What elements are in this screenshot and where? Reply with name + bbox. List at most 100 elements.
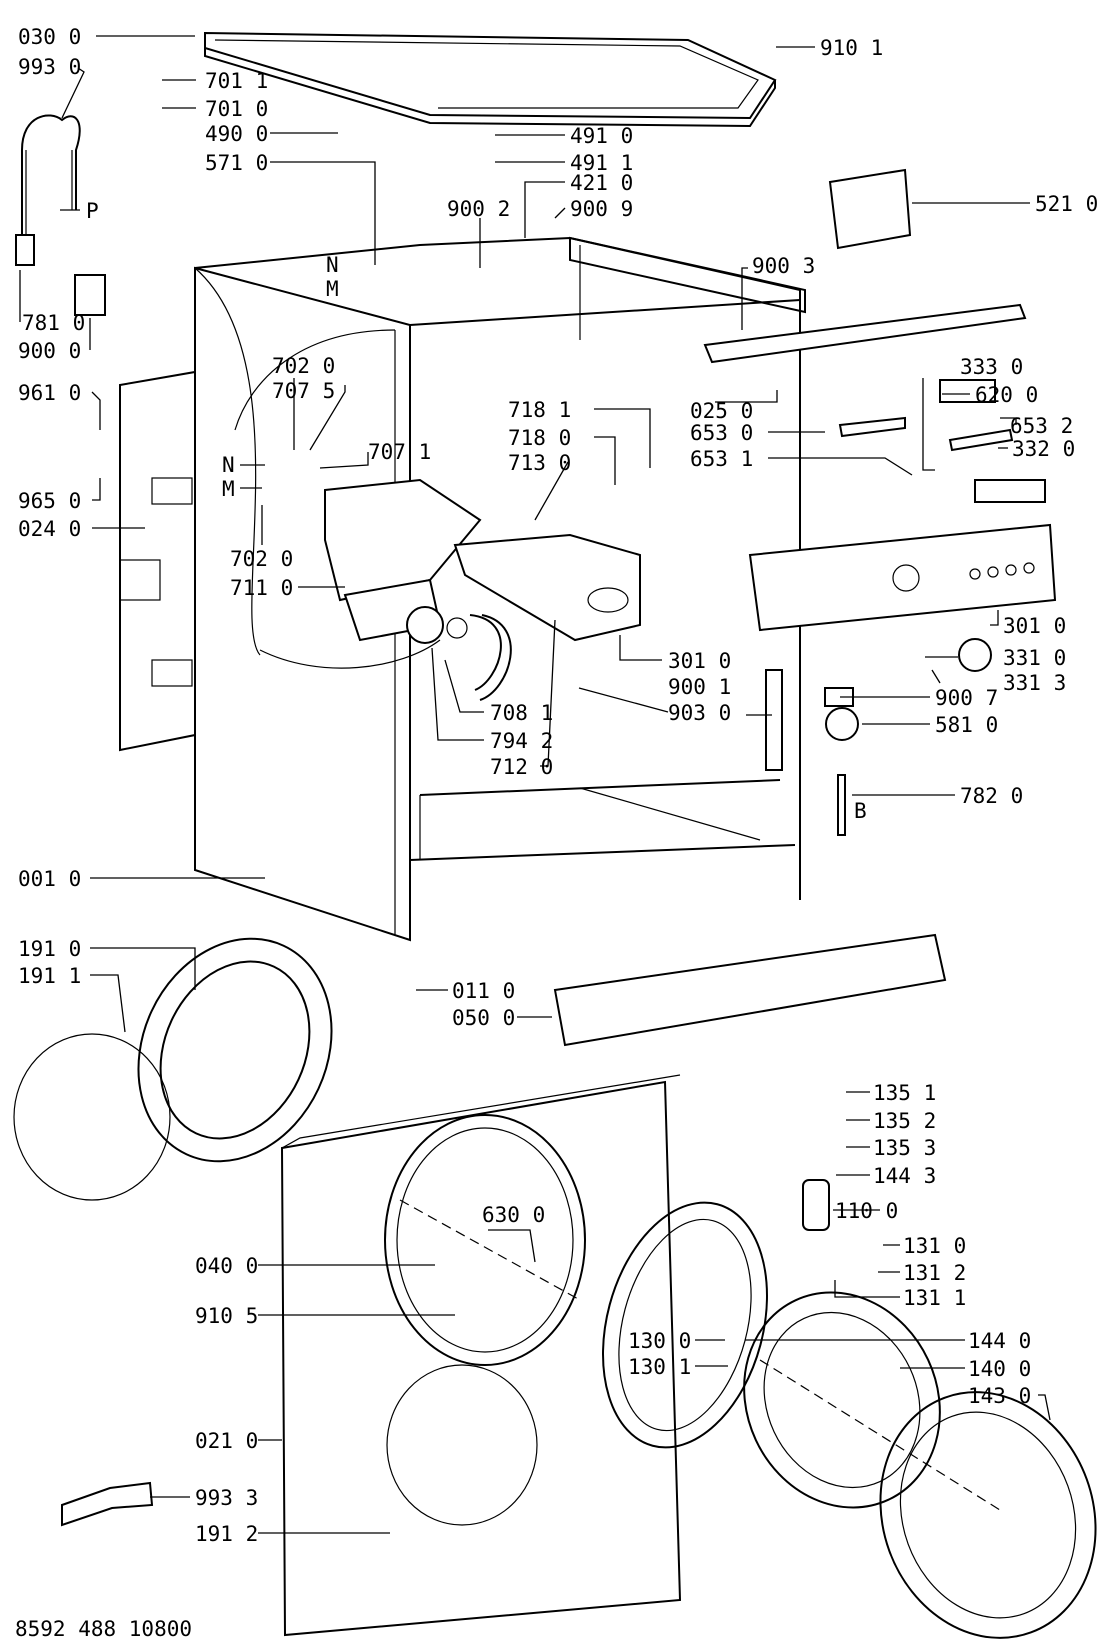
label-191-1: 191 1 [18,964,81,988]
label-490-0: 490 0 [205,122,268,146]
label-332-0: 332 0 [1012,437,1075,461]
label-702-0-bottom: 702 0 [230,547,293,571]
label-030-0: 030 0 [18,25,81,49]
label-491-0: 491 0 [570,124,633,148]
label-011-0: 011 0 [452,979,515,1003]
label-001-0: 001 0 [18,867,81,891]
label-P: P [86,199,99,223]
label-110-0: 110 0 [835,1199,898,1223]
label-571-0: 571 0 [205,151,268,175]
label-301-0-panel: 301 0 [1003,614,1066,638]
label-144-3: 144 3 [873,1164,936,1188]
top-lid-part [204,31,777,128]
part-labels: 030 0 993 0 701 1 701 0 490 0 571 0 910 … [15,25,1098,1641]
control-bar-part [703,303,1027,364]
label-900-9: 900 9 [570,197,633,221]
label-143-0: 143 0 [968,1384,1031,1408]
label-961-0: 961 0 [18,381,81,405]
label-331-3: 331 3 [1003,671,1066,695]
label-024-0: 024 0 [18,517,81,541]
label-M-valve: M [326,277,339,301]
label-491-1: 491 1 [570,151,633,175]
program-boards-part [838,379,1014,452]
label-993-3: 993 3 [195,1486,258,1510]
label-711-0: 711 0 [230,576,293,600]
label-135-2: 135 2 [873,1109,936,1133]
label-718-1: 718 1 [508,398,571,422]
small-parts-right [765,638,992,836]
label-130-1: 130 1 [628,1355,691,1379]
inner-door-ring-part [602,1201,768,1449]
detergent-drawer-part [453,533,641,642]
label-713-0: 713 0 [508,451,571,475]
label-702-0-top: 702 0 [272,354,335,378]
label-135-3: 135 3 [873,1136,936,1160]
label-653-0: 653 0 [690,421,753,445]
label-653-1: 653 1 [690,447,753,471]
label-781-0: 781 0 [22,311,85,335]
label-N-nozzle: N [222,453,235,477]
label-040-0: 040 0 [195,1254,258,1278]
label-630-0: 630 0 [482,1203,545,1227]
label-131-0: 131 0 [903,1234,966,1258]
label-135-1: 135 1 [873,1081,936,1105]
label-144-0: 144 0 [968,1329,1031,1353]
parts-drawing [13,31,1097,1639]
wrench-part [61,1481,154,1527]
label-900-3: 900 3 [752,254,815,278]
label-421-0: 421 0 [570,171,633,195]
label-782-0: 782 0 [960,784,1023,808]
label-620-0: 620 0 [975,383,1038,407]
label-718-0: 718 0 [508,426,571,450]
label-333-0: 333 0 [960,355,1023,379]
label-M-nozzle: M [222,477,235,501]
label-025-0: 025 0 [690,399,753,423]
label-130-0: 130 0 [628,1329,691,1353]
electronic-module-part [828,168,912,250]
label-301-0-drawer: 301 0 [668,649,731,673]
label-707-5: 707 5 [272,379,335,403]
label-191-0: 191 0 [18,937,81,961]
label-900-7: 900 7 [935,686,998,710]
label-140-0: 140 0 [968,1357,1031,1381]
label-903-0: 903 0 [668,701,731,725]
label-900-0: 900 0 [18,339,81,363]
label-993-0: 993 0 [18,55,81,79]
label-653-2: 653 2 [1010,414,1073,438]
leader-lines [19,35,1051,1534]
label-021-0: 021 0 [195,1429,258,1453]
label-900-1: 900 1 [668,675,731,699]
label-707-1: 707 1 [368,440,431,464]
document-number: 8592 488 10800 [15,1617,192,1641]
label-050-0: 050 0 [452,1006,515,1030]
buttons-part [974,479,1046,503]
label-131-1: 131 1 [903,1286,966,1310]
label-794-2: 794 2 [490,729,553,753]
label-712-0: 712 0 [490,755,553,779]
door-handle-part [802,1179,830,1231]
label-191-2: 191 2 [195,1522,258,1546]
label-910-1: 910 1 [820,36,883,60]
label-701-0: 701 0 [205,97,268,121]
front-panel-part [280,1074,682,1637]
label-N-valve: N [326,253,339,277]
label-910-5: 910 5 [195,1304,258,1328]
dispenser-housing-part [324,478,482,644]
label-900-2: 900 2 [447,197,510,221]
fill-hose-part [15,114,106,316]
label-131-2: 131 2 [903,1261,966,1285]
label-331-0: 331 0 [1003,646,1066,670]
label-B: B [854,799,867,823]
rear-panel-part [119,370,196,752]
label-701-1: 701 1 [205,69,268,93]
control-panel-part [748,523,1057,632]
label-521-0: 521 0 [1035,192,1098,216]
label-965-0: 965 0 [18,489,81,513]
label-708-1: 708 1 [490,701,553,725]
plinth-part [553,933,947,1047]
outer-door-ring-part [879,1391,1097,1639]
label-581-0: 581 0 [935,713,998,737]
door-seal-part [13,937,333,1201]
inlet-hose-part [446,614,512,701]
